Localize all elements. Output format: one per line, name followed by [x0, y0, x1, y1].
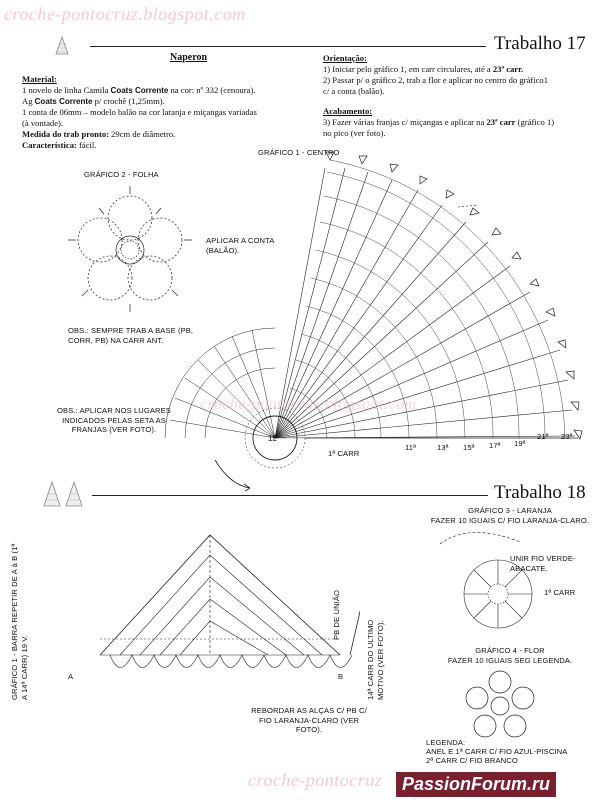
row-19: 19ª	[514, 439, 526, 448]
aplicar-conta-label: APLICAR A CONTA (BALÃO).	[206, 236, 275, 255]
material-label: Material:	[22, 74, 57, 84]
watermark-bottom: croche-pontocruz	[248, 770, 383, 790]
ultimo-motivo-label: 14ª CARR DO ULTIMO MOTIVO (VER FOTO).	[366, 619, 385, 700]
caracteristica-label: Característica:	[22, 140, 77, 150]
legenda-line-1: ANEL E 1ª CARR C/ FIO AZUL-PISCINA	[426, 747, 568, 756]
fan-spokes	[274, 167, 576, 439]
site-logo[interactable]: PassionForum.ru	[396, 772, 557, 797]
medida-label: Medida do trab pronto:	[22, 129, 109, 139]
rebordar-label: REBORDAR AS ALÇAS C/ PB C/ FIO LARANJA-C…	[251, 706, 367, 734]
naperon-title: Naperon	[170, 52, 208, 63]
orientacao-line-2: 2) Passar p/ o gráfico 2, trab a flor e …	[323, 75, 549, 85]
material-line-3: 1 conta de 06mm – modelo balão na cor la…	[22, 107, 257, 117]
material-line-1: 1 novelo de linha Camila Coats Corrente …	[22, 85, 322, 96]
watermark-mid: croche-pontocruz.blogspot.com	[200, 396, 417, 413]
orientacao-line-3: c/ a conta (balão).	[323, 86, 385, 96]
inner-fan	[164, 327, 276, 439]
acabamento-line-1a: 3) Fazer várias franjas c/ miçangas e ap…	[323, 117, 487, 127]
material-block: Material: 1 novelo de linha Camila Coats…	[22, 74, 322, 151]
orientacao-label: Orientação:	[323, 53, 367, 63]
grafico-1-barra-diagram	[99, 534, 360, 668]
grafico-4-sub: FAZER 10 IGUAIS SEG LEGENDA.	[447, 656, 573, 665]
grafico-2-folha-label: GRÁFICO 2 - FOLHA	[84, 170, 159, 179]
trabalho-17-header: Trabalho 17	[494, 33, 586, 54]
caracteristica-line: Característica: fácil.	[22, 140, 322, 151]
acabamento-line-1b: 23ª carr	[486, 117, 516, 127]
acabamento-line-1c: (gráfico 1)	[515, 117, 555, 127]
fan-arcs	[289, 159, 566, 439]
header-rule-18	[92, 495, 488, 496]
obs-1: OBS.: SEMPRE TRAB A BASE (PB, CORR, PB) …	[68, 326, 194, 345]
center-ring	[252, 415, 298, 461]
acabamento-line-1: 3) Fazer várias franjas c/ miçangas e ap…	[323, 117, 613, 128]
material-line-2b: p/ crochê (1,25mm).	[92, 96, 165, 106]
material-line-4: (à vontade).	[22, 118, 64, 128]
grafico-3-first-row: 1ª CARR	[544, 588, 576, 597]
header-rule-17	[90, 46, 486, 47]
yarn-icon	[50, 34, 74, 63]
material-line-1a: 1 novelo de linha Camila	[22, 85, 111, 95]
grafico-1-centro-diagram	[164, 151, 583, 492]
arrow-left	[214, 459, 251, 489]
grafico-3-title: GRÁFICO 3 - LARANJA	[468, 506, 552, 515]
brand-2: Coats Corrente	[34, 97, 93, 106]
orientacao-line-1: 1) Iniciar pelo gráfico 1, em carr circu…	[323, 64, 613, 75]
grafico-3-sub: FAZER 10 IGUAIS C/ FIO LARANJA-CLARO.	[430, 516, 590, 525]
watermark-top: croche-pontocruz.blogspot.com	[4, 4, 246, 24]
material-line-1b: na cor: nº 332 (cenoura).	[168, 85, 256, 95]
grafico-4-diagram	[465, 670, 535, 738]
orientacao-line-1b: 23ª carr.	[492, 64, 524, 74]
material-line-2: Ag Coats Corrente p/ crochê (1,25mm).	[22, 96, 322, 107]
mark-a: A	[68, 672, 74, 681]
first-row-label: 1ª CARR	[328, 449, 360, 458]
unir-fio-label: UNIR FIO VERDE-ABACATE.	[510, 554, 576, 573]
medida-value: 29cm de diâmetro.	[108, 129, 176, 139]
row-11: 11ª	[405, 443, 416, 452]
caracteristica-value: fácil.	[76, 140, 97, 150]
obs-2: OBS.: APLICAR NOS LUGARES INDICADOS PELA…	[57, 406, 171, 434]
legenda-label: LEGENDA:	[426, 738, 466, 747]
trabalho-18-header: Trabalho 18	[494, 482, 586, 503]
row-15: 15ª	[463, 443, 475, 452]
mark-b: B	[338, 672, 344, 681]
row-21: 21ª	[537, 432, 549, 441]
pb-uniao-label: PB DE UNIÃO	[332, 589, 341, 640]
grafico-1-barra-side-label: GRÁFICO 1 - BARRA REPETIR DE A à B (1ª A…	[10, 543, 29, 700]
grafico-4-title: GRÁFICO 4 - FLOR	[475, 646, 545, 655]
row-17: 17ª	[489, 441, 501, 450]
arrow-top	[457, 204, 479, 208]
grafico-3-diagram	[439, 532, 533, 629]
yarn-pair-icon	[40, 478, 90, 515]
material-line-2a: Ag	[22, 96, 35, 106]
acabamento-line-2: no pico (ver foto).	[323, 128, 386, 138]
row-13: 13ª	[437, 443, 449, 452]
fan-picots	[325, 151, 583, 440]
orientacao-block: Orientação: 1) Iniciar pelo gráfico 1, e…	[323, 53, 613, 139]
grafico-2-folha-diagram	[68, 186, 192, 312]
medida-line: Medida do trab pronto: 29cm de diâmetro.	[22, 129, 322, 140]
legenda-line-2: 2ª CARR C/ FIO BRANCO	[426, 756, 518, 765]
acabamento-label: Acabamento:	[323, 106, 373, 116]
row-23: 23ª	[561, 432, 573, 441]
grafico-1-centro-label: GRÁFICO 1 - CENTRO	[258, 148, 340, 157]
center-number: 12	[268, 434, 278, 443]
brand-1: Coats Corrente	[110, 86, 169, 95]
orientacao-line-1a: 1) Iniciar pelo gráfico 1, em carr circu…	[323, 64, 493, 74]
